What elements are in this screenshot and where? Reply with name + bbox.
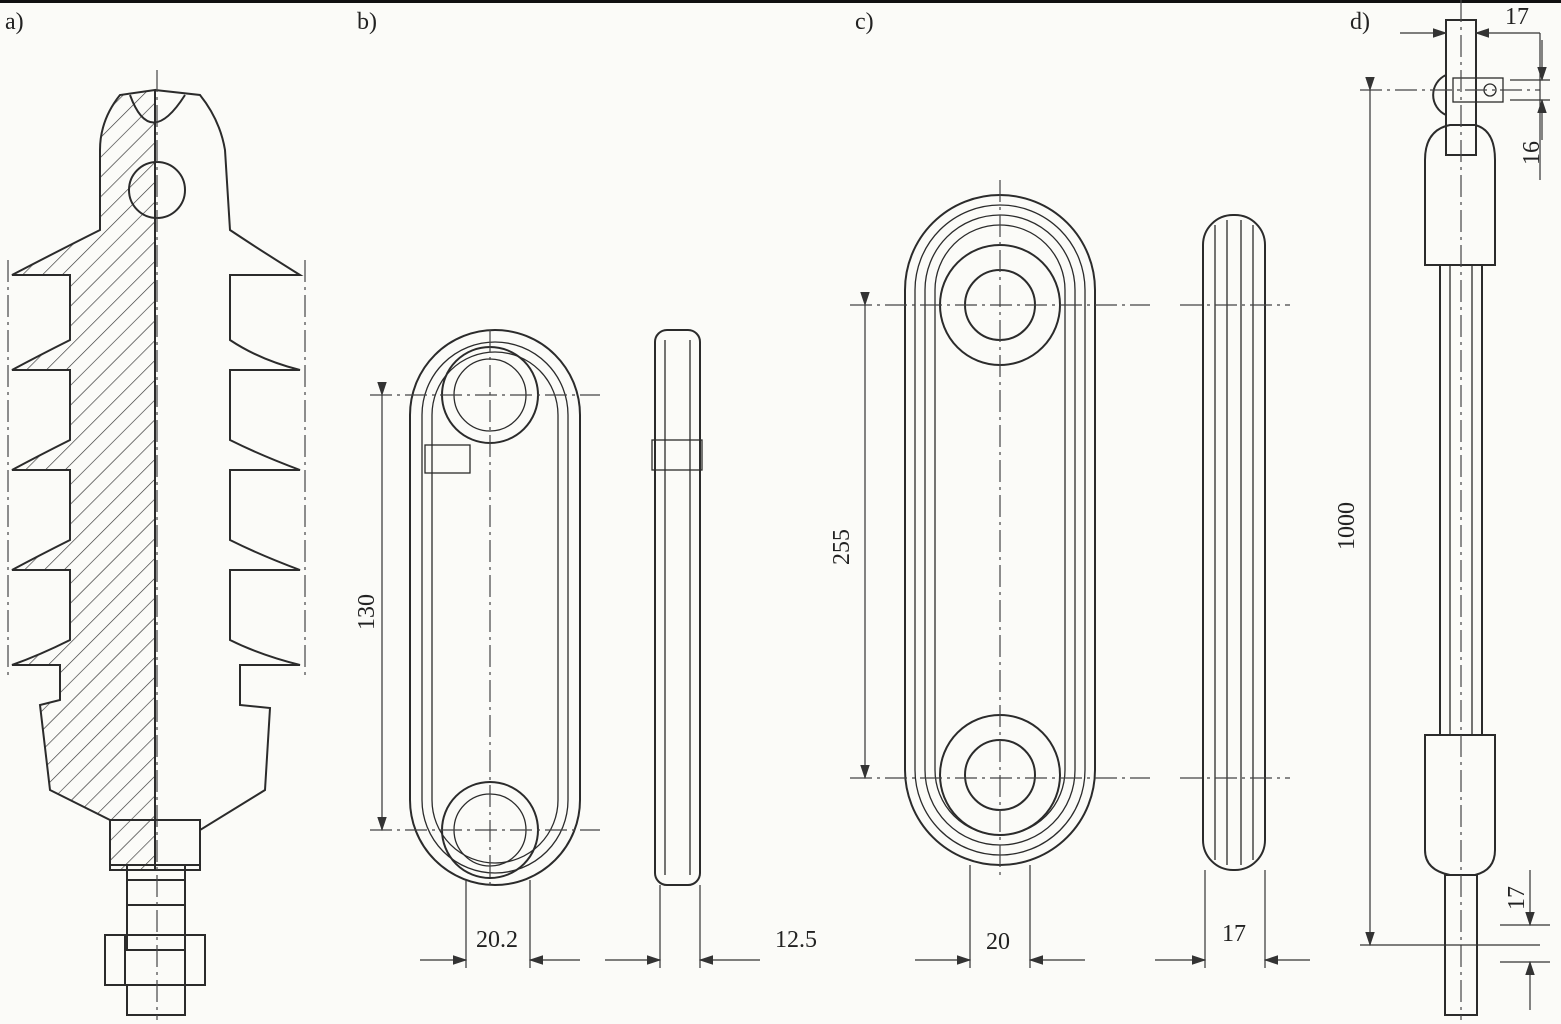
dim-b-width: 20.2 — [476, 927, 518, 953]
stud-end — [126, 984, 186, 1016]
clip — [424, 444, 471, 474]
insulator-hatched-half — [11, 88, 156, 871]
dim-c-width: 20 — [986, 929, 1010, 955]
panel-label-b: b) — [357, 9, 377, 35]
top-slot — [129, 94, 186, 124]
dim-c-height: 255 — [829, 529, 855, 565]
insulator-outline — [154, 89, 304, 871]
side-view — [654, 329, 701, 886]
top-bolt-head — [1432, 74, 1447, 116]
dim-d-length: 1000 — [1334, 502, 1360, 550]
link-outline — [409, 329, 581, 886]
link-b — [370, 329, 760, 968]
hex-nut — [104, 934, 206, 986]
dim-d-bottom-width: 17 — [1504, 886, 1530, 910]
bottom-fitting — [1424, 734, 1496, 876]
dim-b-height: 130 — [354, 594, 380, 630]
panel-label-a: a) — [5, 9, 24, 35]
stud-shaft — [126, 879, 186, 951]
dim-d-top-height: 16 — [1519, 141, 1545, 165]
dim-d-top-width: 17 — [1505, 4, 1529, 30]
top-border — [0, 0, 1561, 3]
long-rod-d — [1360, 0, 1550, 1020]
dim-c-thickness: 17 — [1222, 921, 1246, 947]
panel-label-c: c) — [855, 9, 874, 35]
link-c — [850, 180, 1310, 968]
top-fitting — [1424, 124, 1496, 266]
side-view — [1202, 214, 1266, 871]
post-insulator-section — [7, 70, 306, 1020]
panel-label-d: d) — [1350, 9, 1370, 35]
dim-b-thickness: 12.5 — [775, 927, 817, 953]
